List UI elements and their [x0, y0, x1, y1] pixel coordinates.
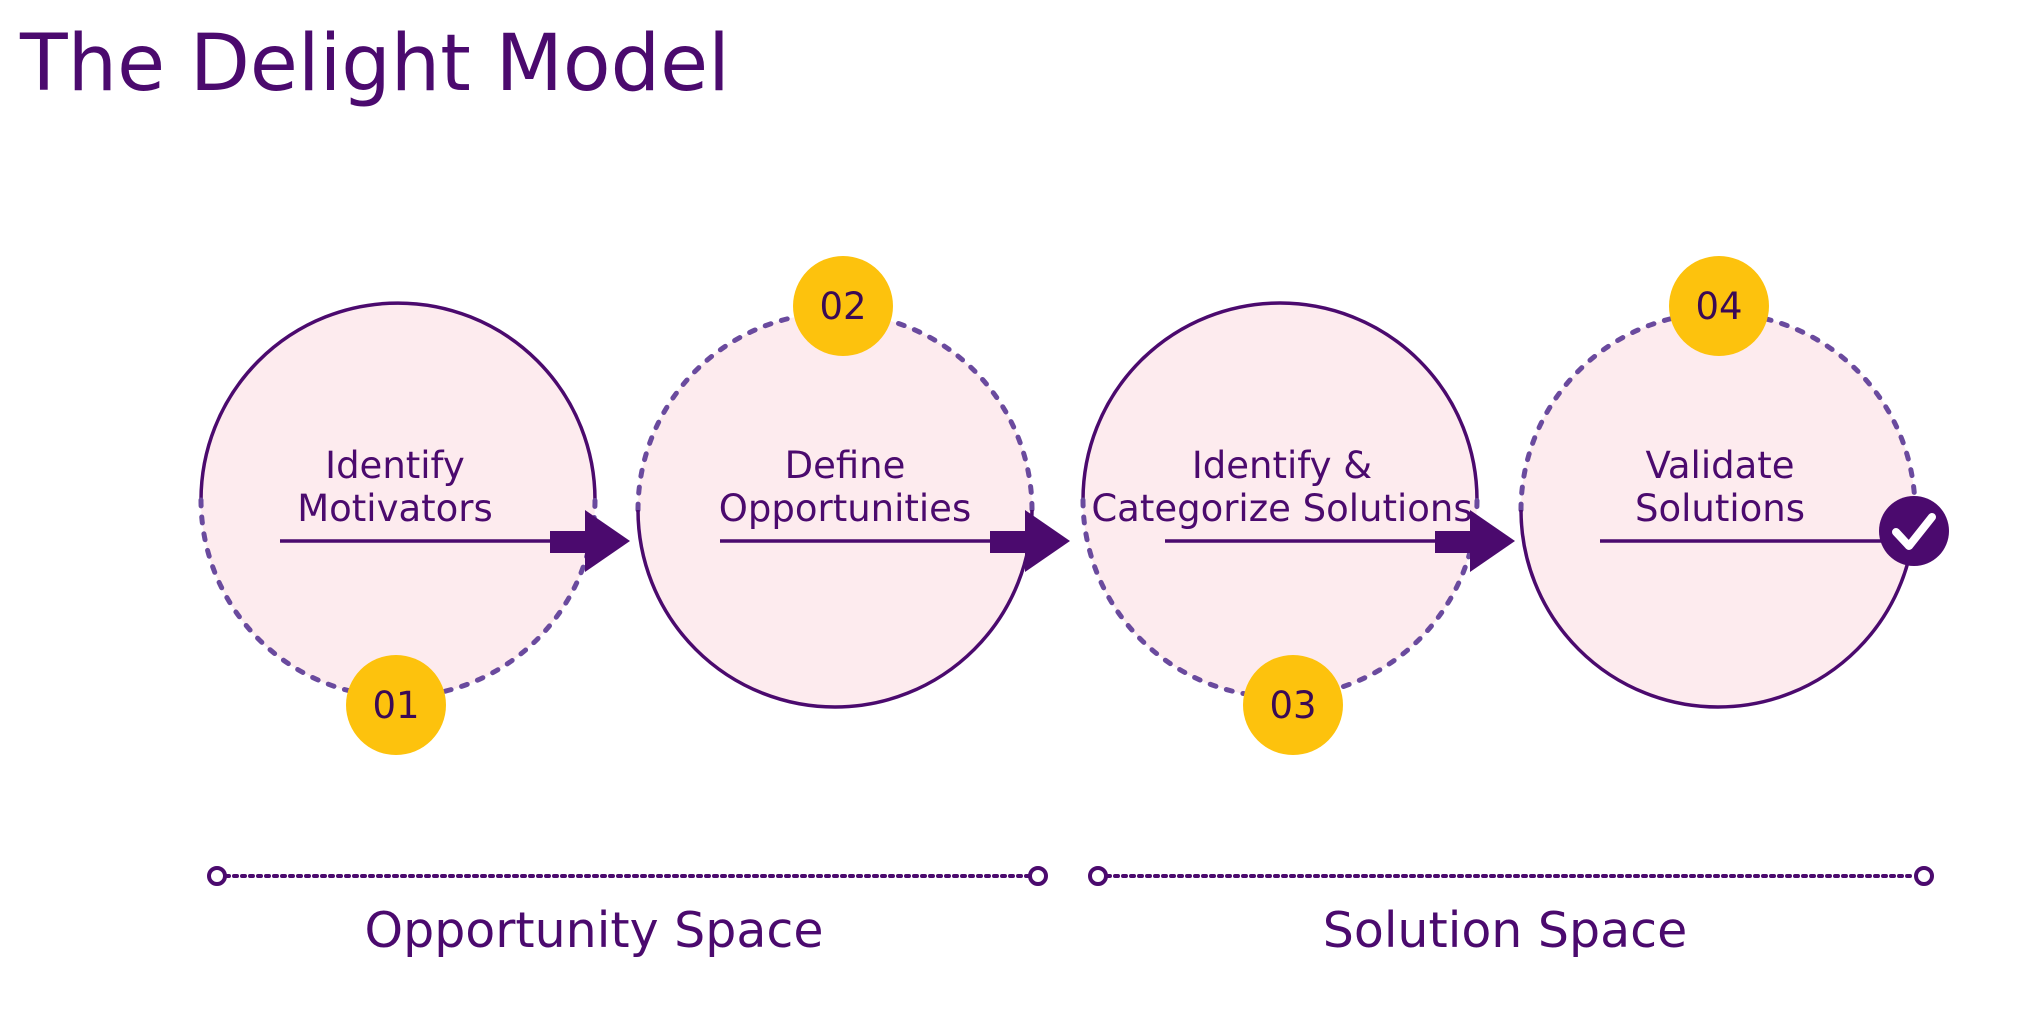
solution-space-label: Solution Space	[1323, 902, 1688, 959]
step-1-label-line1: Identify	[325, 444, 465, 487]
step-2-circle-solid-arc	[636, 509, 1034, 709]
step-1-number: 01	[372, 684, 419, 727]
step-4-label-line1: Validate	[1645, 444, 1794, 487]
step-1: Identify Motivators 01	[198, 301, 630, 755]
bracket-endpoint	[1088, 866, 1108, 886]
step-3-label-line2: Categorize Solutions	[1091, 487, 1472, 530]
step-2-number-badge: 02	[793, 256, 893, 356]
step-4-circle-solid-arc	[1519, 509, 1917, 709]
step-4-number-badge: 04	[1669, 256, 1769, 356]
bracket-endpoint	[207, 866, 227, 886]
bracket-endpoint	[1028, 866, 1048, 886]
step-2-label-line2: Opportunities	[719, 487, 971, 530]
step-3: Identify & Categorize Solutions 03	[1080, 301, 1515, 755]
step-3-circle-solid-arc	[1081, 301, 1479, 501]
check-circle-icon	[1879, 496, 1949, 566]
step-3-number-badge: 03	[1243, 655, 1343, 755]
solution-space-bracket	[1088, 866, 1934, 886]
step-1-label-line2: Motivators	[297, 487, 493, 530]
step-3-number: 03	[1269, 684, 1316, 727]
step-4: Validate Solutions 04	[1518, 256, 1949, 709]
bracket-endpoint	[1914, 866, 1934, 886]
opportunity-space-bracket	[207, 866, 1048, 886]
arrow-right-icon	[990, 510, 1070, 572]
step-1-circle-solid-arc	[199, 301, 597, 501]
step-1-number-badge: 01	[346, 655, 446, 755]
step-4-label-line2: Solutions	[1635, 487, 1805, 530]
step-3-label-line1: Identify &	[1192, 444, 1372, 487]
step-4-number: 04	[1695, 285, 1742, 328]
step-2: Define Opportunities 02	[635, 256, 1070, 709]
arrow-right-icon	[1435, 510, 1515, 572]
opportunity-space-label: Opportunity Space	[365, 902, 824, 959]
step-2-number: 02	[819, 285, 866, 328]
arrow-right-icon	[550, 510, 630, 572]
step-2-label-line1: Define	[785, 444, 906, 487]
page-title: The Delight Model	[19, 19, 730, 109]
